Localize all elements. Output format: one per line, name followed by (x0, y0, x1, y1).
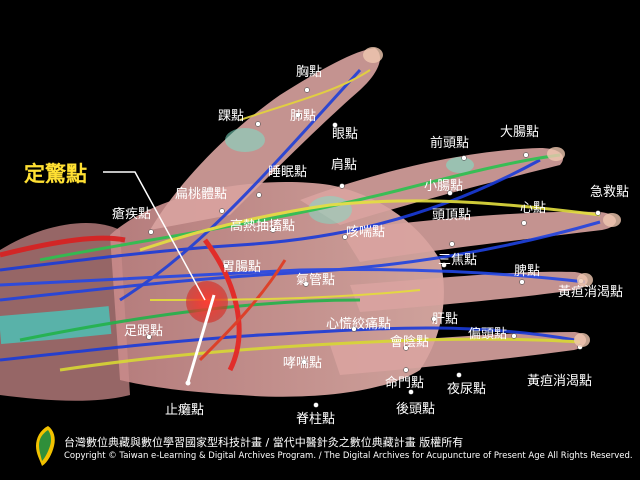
point-label: 頭頂點 (432, 208, 472, 223)
point-label: 急救點 (590, 185, 630, 200)
point-label: 黃疸消渴點 (558, 285, 624, 300)
taiwan-logo-icon (36, 426, 55, 466)
point-label: 偏頭點 (468, 327, 508, 342)
point-label: 肺點 (290, 109, 317, 124)
highlight-point (186, 281, 228, 323)
point-label: 止癱點 (165, 403, 205, 418)
point-label: 氣管點 (296, 273, 336, 288)
point-label: 後頭點 (396, 402, 436, 417)
point-label: 脾點 (514, 264, 541, 279)
middle-finger (340, 211, 617, 262)
point-label: 肝點 (432, 312, 459, 327)
point-label: 咳喘點 (346, 225, 386, 240)
point-label: 黃疸消渴點 (527, 374, 593, 389)
point-label: 大腸點 (500, 125, 540, 140)
point-label: 眼點 (332, 127, 359, 142)
point-label: 高熱抽搐點 (230, 219, 296, 234)
point-label: 足跟點 (124, 324, 164, 339)
point-label: 胸點 (296, 65, 323, 80)
footer-chinese: 台灣數位典藏與數位學習國家型科技計畫 / 當代中醫針灸之數位典藏計畫 版權所有 (64, 436, 464, 449)
point-label: 會陰點 (390, 335, 430, 350)
point-label: 踝點 (218, 109, 245, 124)
point-label: 睡眠點 (268, 165, 308, 180)
point-label: 夜尿點 (447, 382, 487, 397)
footer-english: Copyright © Taiwan e-Learning & Digital … (64, 451, 633, 461)
point-label: 哮喘點 (283, 356, 323, 371)
point-label: 肩點 (331, 158, 358, 173)
point-label: 胃腸點 (222, 260, 262, 275)
title-label: 定驚點 (24, 162, 87, 186)
point-label: 三焦點 (438, 253, 478, 268)
ring-finger (350, 271, 588, 312)
point-label: 脊柱點 (296, 412, 336, 427)
point-label: 心點 (520, 201, 547, 216)
little-finger (330, 332, 587, 375)
point-label: 前頭點 (430, 136, 470, 151)
point-label: 瘡疾點 (112, 207, 152, 222)
point-label: 命門點 (385, 376, 425, 391)
point-label: 心慌絞痛點 (326, 317, 392, 332)
point-label: 扁桃體點 (175, 187, 228, 202)
point-label: 小腸點 (424, 179, 464, 194)
